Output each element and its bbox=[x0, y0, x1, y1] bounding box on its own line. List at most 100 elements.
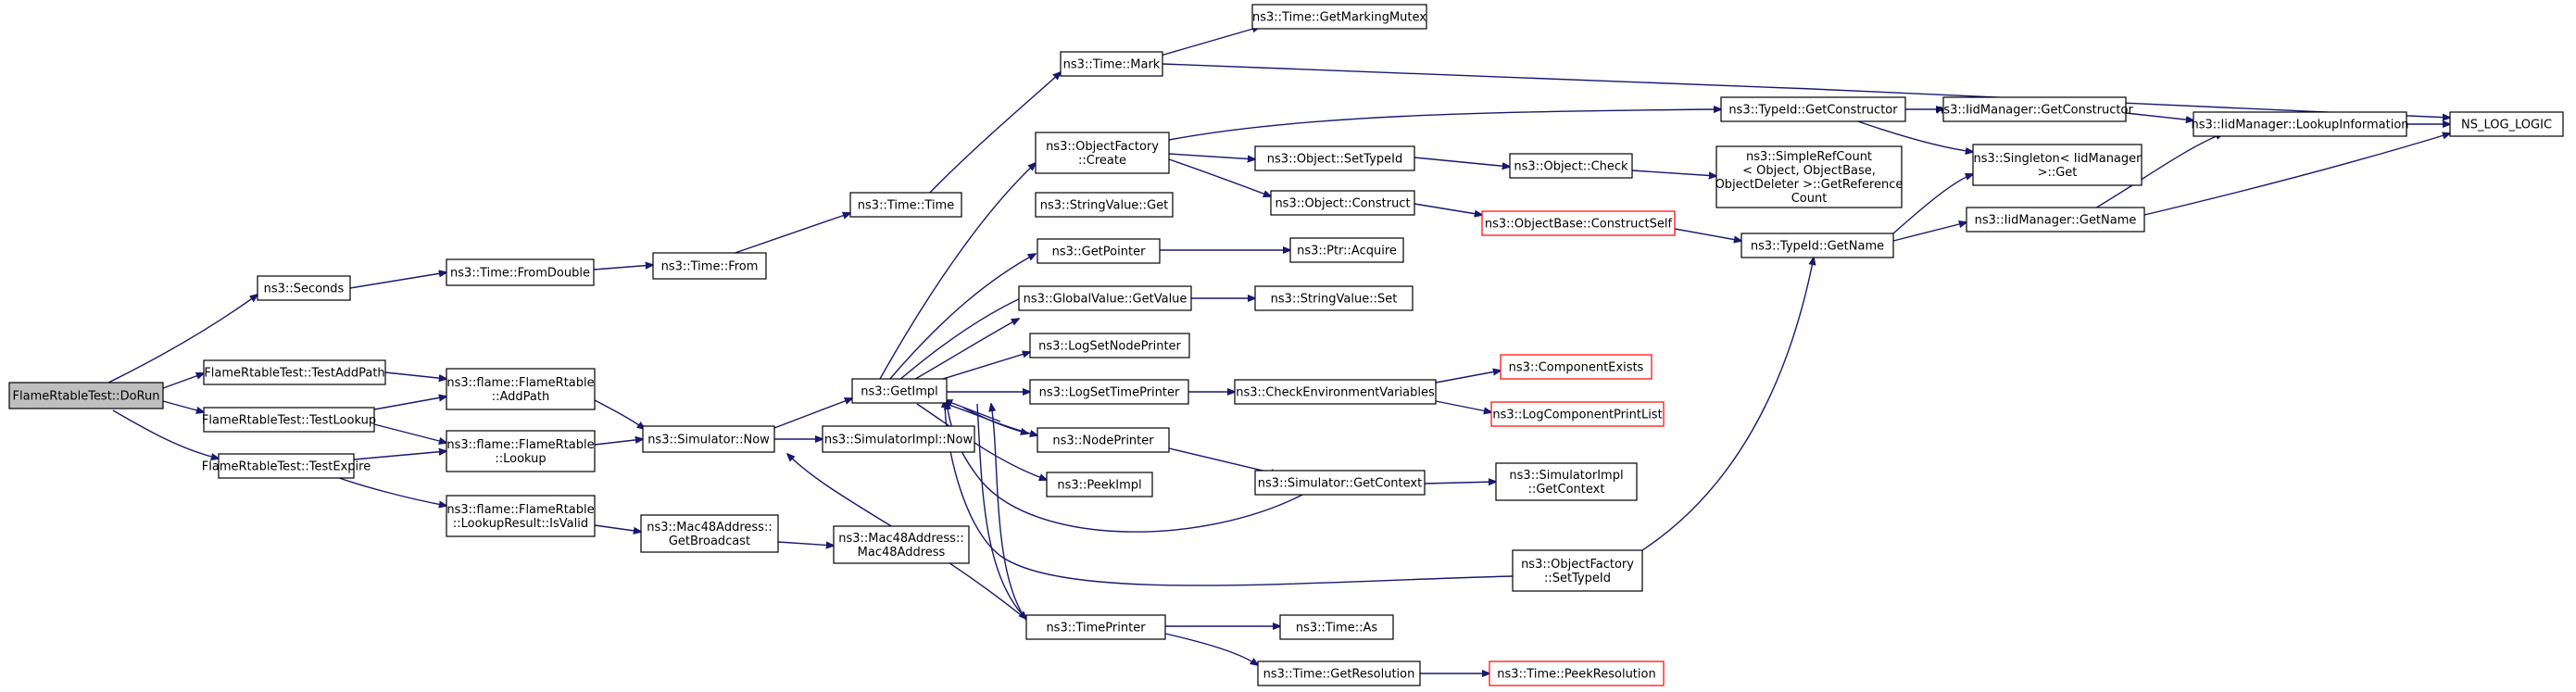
node-singleton-get[interactable]: ns3::Singleton< IidManager >::Get bbox=[1972, 144, 2142, 186]
node-test-lookup[interactable]: FlameRtableTest::TestLookup bbox=[202, 407, 376, 433]
node-obj-check[interactable]: ns3::Object::Check bbox=[1509, 153, 1633, 179]
node-get-resolution[interactable]: ns3::Time::GetResolution bbox=[1257, 661, 1421, 686]
node-test-expire[interactable]: FlameRtableTest::TestExpire bbox=[202, 453, 371, 479]
node-label: ns3::TypeId::GetConstructor bbox=[1728, 104, 1898, 118]
node-get-broadcast[interactable]: ns3::Mac48Address::GetBroadcast bbox=[640, 514, 779, 553]
node-label: FlameRtableTest::TestLookup bbox=[202, 414, 376, 428]
node-log-set-node[interactable]: ns3::LogSetNodePrinter bbox=[1029, 333, 1190, 359]
node-label: ::Create bbox=[1078, 154, 1126, 168]
node-from-double[interactable]: ns3::Time::FromDouble bbox=[446, 258, 595, 286]
node-time-mark[interactable]: ns3::Time::Mark bbox=[1060, 51, 1163, 77]
node-label: ns3::Object::Construct bbox=[1275, 197, 1410, 211]
node-box bbox=[1720, 96, 1906, 122]
edge-iidgetname-nsloglogic bbox=[2143, 133, 2450, 216]
node-marking-mutex[interactable]: ns3::Time::GetMarkingMutex bbox=[1251, 4, 1427, 30]
node-label: Count bbox=[1791, 192, 1828, 206]
node-log-comp-print[interactable]: ns3::LogComponentPrintList bbox=[1490, 401, 1665, 427]
node-box bbox=[1035, 132, 1170, 174]
node-str-val-set[interactable]: ns3::StringValue::Set bbox=[1254, 285, 1414, 311]
node-time-time[interactable]: ns3::Time::Time bbox=[849, 192, 962, 218]
node-mac48-ctor[interactable]: ns3::Mac48Address::Mac48Address bbox=[833, 525, 970, 564]
edge-timetime-timemark bbox=[925, 72, 1061, 197]
node-sim-impl-now[interactable]: ns3::SimulatorImpl::Now bbox=[822, 425, 975, 453]
edge-nodeprinter-getimpl bbox=[962, 407, 1028, 434]
edge-getimpl-getpointer bbox=[898, 291, 1037, 382]
node-box bbox=[1060, 51, 1163, 77]
edge-timemark-markingmutex bbox=[1160, 27, 1260, 57]
node-box bbox=[851, 378, 948, 404]
node-box bbox=[1254, 145, 1415, 171]
node-of-create[interactable]: ns3::ObjectFactory::Create bbox=[1035, 132, 1170, 174]
node-label: ns3::ComponentExists bbox=[1509, 361, 1644, 375]
node-label: ns3::StringValue::Get bbox=[1040, 199, 1168, 213]
node-construct-self[interactable]: ns3::ObjectBase::ConstructSelf bbox=[1481, 210, 1676, 236]
node-obj-set-type-id[interactable]: ns3::Object::SetTypeId bbox=[1254, 145, 1415, 171]
node-sim-now[interactable]: ns3::Simulator::Now bbox=[642, 425, 775, 453]
node-label: ns3::Time::GetMarkingMutex bbox=[1252, 11, 1426, 25]
node-str-val-get[interactable]: ns3::StringValue::Get bbox=[1035, 192, 1174, 218]
node-label: ns3::flame::FlameRtable bbox=[446, 376, 594, 390]
edge-testaddpath-addpath bbox=[384, 371, 446, 379]
edge-timeprinter-getresolution bbox=[1164, 633, 1258, 665]
node-label: ns3::NodePrinter bbox=[1052, 434, 1154, 448]
node-is-valid[interactable]: ns3::flame::FlameRtable::LookupResult::I… bbox=[446, 495, 596, 537]
node-label: ::LookupResult::IsValid bbox=[453, 517, 588, 531]
node-type-id-get-name[interactable]: ns3::TypeId::GetName bbox=[1740, 233, 1894, 258]
edge-timeprinter-getimpl bbox=[991, 404, 1029, 623]
node-ns-log-logic[interactable]: NS_LOG_LOGIC bbox=[2449, 111, 2564, 137]
node-time-printer[interactable]: ns3::TimePrinter bbox=[1025, 614, 1166, 640]
node-sim-impl-get-context[interactable]: ns3::SimulatorImpl::GetContext bbox=[1495, 462, 1638, 501]
node-box bbox=[822, 425, 975, 453]
node-node-printer[interactable]: ns3::NodePrinter bbox=[1037, 427, 1170, 453]
node-of-set-type-id[interactable]: ns3::ObjectFactory::SetTypeId bbox=[1512, 549, 1643, 592]
node-get-impl[interactable]: ns3::GetImpl bbox=[851, 378, 948, 404]
node-ptr-acquire[interactable]: ns3::Ptr::Acquire bbox=[1289, 237, 1404, 263]
node-label: ns3::Object::Check bbox=[1514, 160, 1628, 174]
node-label: ns3::Seconds bbox=[264, 283, 345, 296]
node-iid-get-ctor[interactable]: ns3::IidManager::GetConstructor bbox=[1936, 96, 2133, 122]
node-obj-construct[interactable]: ns3::Object::Construct bbox=[1270, 190, 1415, 216]
node-log-set-time[interactable]: ns3::LogSetTimePrinter bbox=[1029, 379, 1189, 405]
edge-checkenv-compexists bbox=[1435, 371, 1501, 384]
node-box bbox=[1270, 190, 1415, 216]
node-label: ns3::Mac48Address:: bbox=[838, 532, 963, 546]
node-time-as[interactable]: ns3::Time::As bbox=[1279, 614, 1394, 640]
node-label: ns3::Time::GetResolution bbox=[1263, 668, 1415, 682]
node-box bbox=[203, 359, 386, 385]
node-box bbox=[1715, 145, 1903, 208]
node-box bbox=[1029, 379, 1189, 405]
node-sim-get-context[interactable]: ns3::Simulator::GetContext bbox=[1254, 470, 1426, 496]
node-box bbox=[1018, 285, 1192, 311]
node-peek-resolution[interactable]: ns3::Time::PeekResolution bbox=[1489, 661, 1665, 686]
edge-getimpl-gvgetvalue bbox=[911, 319, 1019, 382]
node-get-pointer[interactable]: ns3::GetPointer bbox=[1037, 238, 1161, 264]
edge-getbroadcast-mac48ctor bbox=[777, 542, 834, 546]
edge-getimpl-strvalget bbox=[888, 254, 1036, 381]
node-simple-ref-count[interactable]: ns3::SimpleRefCount< Object, ObjectBase,… bbox=[1715, 145, 1904, 208]
node-check-env[interactable]: ns3::CheckEnvironmentVariables bbox=[1234, 379, 1437, 405]
node-label: ns3::Object::SetTypeId bbox=[1267, 153, 1402, 167]
edge-simgetcontext-simimplgetcontext bbox=[1424, 482, 1496, 484]
node-seconds[interactable]: ns3::Seconds bbox=[257, 275, 351, 301]
node-box bbox=[1740, 233, 1894, 258]
edge-timeprinter-simnow bbox=[787, 454, 1031, 623]
edge-ofcreate-typeidgetctor bbox=[1168, 109, 1721, 141]
edge-ofsettypeid-getimpl bbox=[945, 400, 1514, 586]
node-lookup[interactable]: ns3::flame::FlameRtable::Lookup bbox=[446, 430, 596, 472]
node-label: ::GetContext bbox=[1528, 483, 1605, 497]
node-test-add-path[interactable]: FlameRtableTest::TestAddPath bbox=[203, 359, 386, 385]
node-gv-get-value[interactable]: ns3::GlobalValue::GetValue bbox=[1018, 285, 1192, 311]
node-label: ns3::SimpleRefCount bbox=[1746, 150, 1872, 164]
node-comp-exists[interactable]: ns3::ComponentExists bbox=[1500, 354, 1652, 380]
node-iid-lookup-info[interactable]: ns3::IidManager::LookupInformation bbox=[2191, 111, 2409, 137]
node-time-from[interactable]: ns3::Time::From bbox=[652, 252, 767, 280]
node-box bbox=[1942, 96, 2127, 122]
node-iid-get-name[interactable]: ns3::IidManager::GetName bbox=[1966, 207, 2145, 233]
node-type-id-get-ctor[interactable]: ns3::TypeId::GetConstructor bbox=[1720, 96, 1906, 122]
edge-testlookup-addpath bbox=[373, 396, 446, 410]
node-peek-impl[interactable]: ns3::PeekImpl bbox=[1046, 472, 1153, 497]
node-do-run[interactable]: FlameRtableTest::DoRun bbox=[8, 382, 164, 409]
node-box bbox=[1289, 237, 1404, 263]
node-add-path[interactable]: ns3::flame::FlameRtable::AddPath bbox=[446, 368, 596, 410]
node-box bbox=[1234, 379, 1437, 405]
